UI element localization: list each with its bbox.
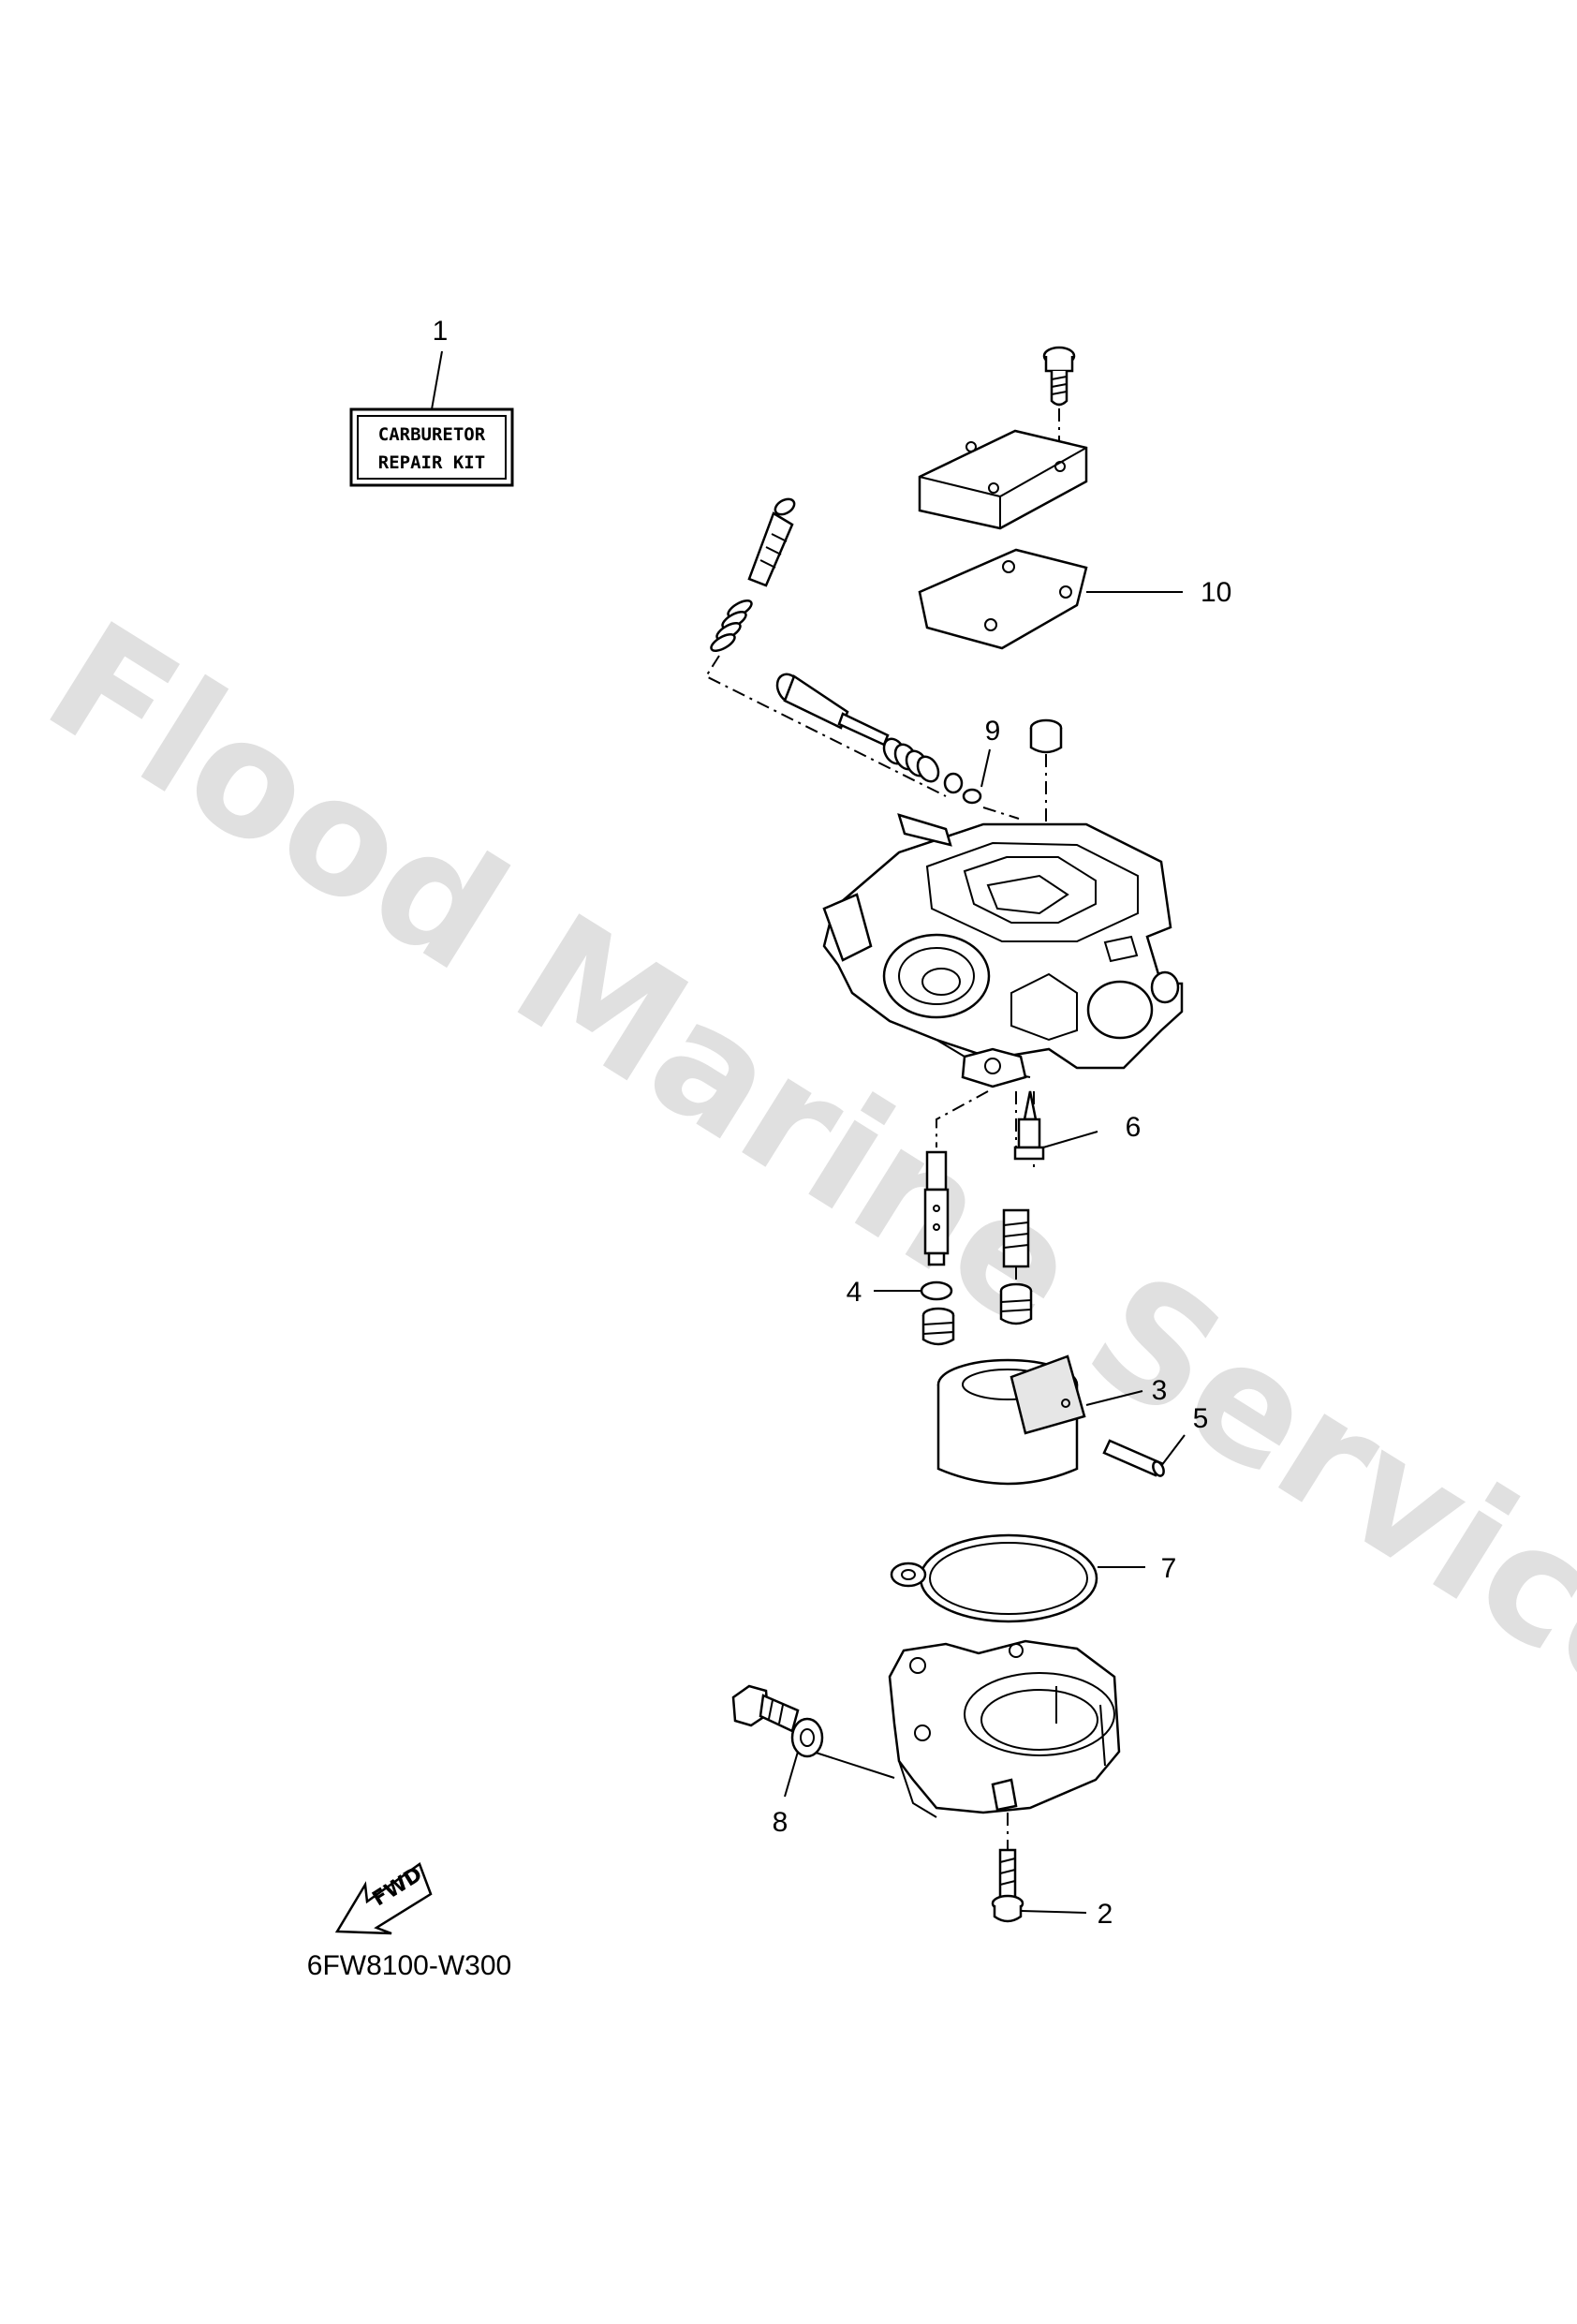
repair-kit-label: CARBURETOR REPAIR KIT — [349, 407, 514, 487]
float-3 — [936, 1354, 1086, 1486]
leader-line-8 — [784, 1751, 799, 1798]
kit-label-line1: CARBURETOR — [378, 424, 486, 445]
leader-line-9 — [980, 748, 991, 788]
main-nozzle — [923, 1150, 950, 1266]
jet-dash-line — [936, 1090, 989, 1147]
main-jet — [921, 1307, 955, 1346]
callout-3: 3 — [1152, 1375, 1168, 1406]
callout-5: 5 — [1193, 1403, 1209, 1434]
carburetor-body — [822, 813, 1184, 1088]
plug — [1029, 718, 1063, 754]
slow-jet — [1002, 1208, 1030, 1268]
cover-screw — [1042, 346, 1076, 407]
callout-1: 1 — [433, 316, 449, 347]
watermark-text: Flood Marine Services — [17, 587, 1577, 1796]
callout-7: 7 — [1161, 1553, 1177, 1584]
leader-line-3 — [1085, 1390, 1143, 1406]
callout-6: 6 — [1126, 1112, 1142, 1143]
needle-valve-6 — [1013, 1090, 1045, 1161]
drain-line — [812, 1751, 895, 1779]
pilot-screw — [747, 497, 796, 587]
diagram-code: 6FW8100-W300 — [307, 1950, 511, 1981]
pilot-spring — [710, 600, 753, 652]
pilot-dash-line — [704, 655, 947, 797]
throttle-shaft — [775, 673, 964, 794]
pilot-jet — [999, 1282, 1033, 1325]
oring-dash-line — [982, 807, 1020, 820]
drain-screw — [731, 1684, 800, 1733]
leader-line-1 — [431, 350, 443, 410]
leader-line-2 — [1021, 1910, 1087, 1914]
callout-8: 8 — [773, 1807, 788, 1838]
leader-line-5 — [1160, 1434, 1186, 1467]
washer-8 — [790, 1717, 824, 1758]
gasket-10 — [918, 548, 1088, 650]
float-chamber — [888, 1639, 1121, 1818]
cover-plate — [918, 429, 1088, 530]
kit-label-line2: REPAIR KIT — [378, 452, 485, 473]
o-ring-9 — [962, 788, 982, 805]
callout-10: 10 — [1201, 577, 1231, 608]
leader-line-6 — [1042, 1131, 1098, 1148]
screw-2 — [991, 1848, 1024, 1923]
callout-4: 4 — [847, 1277, 862, 1308]
fwd-arrow-icon: FWD — [334, 1862, 433, 1935]
callout-9: 9 — [985, 716, 1001, 747]
o-ring-4 — [920, 1280, 953, 1301]
callout-2: 2 — [1098, 1899, 1113, 1930]
chamber-gasket-7 — [890, 1533, 1098, 1623]
